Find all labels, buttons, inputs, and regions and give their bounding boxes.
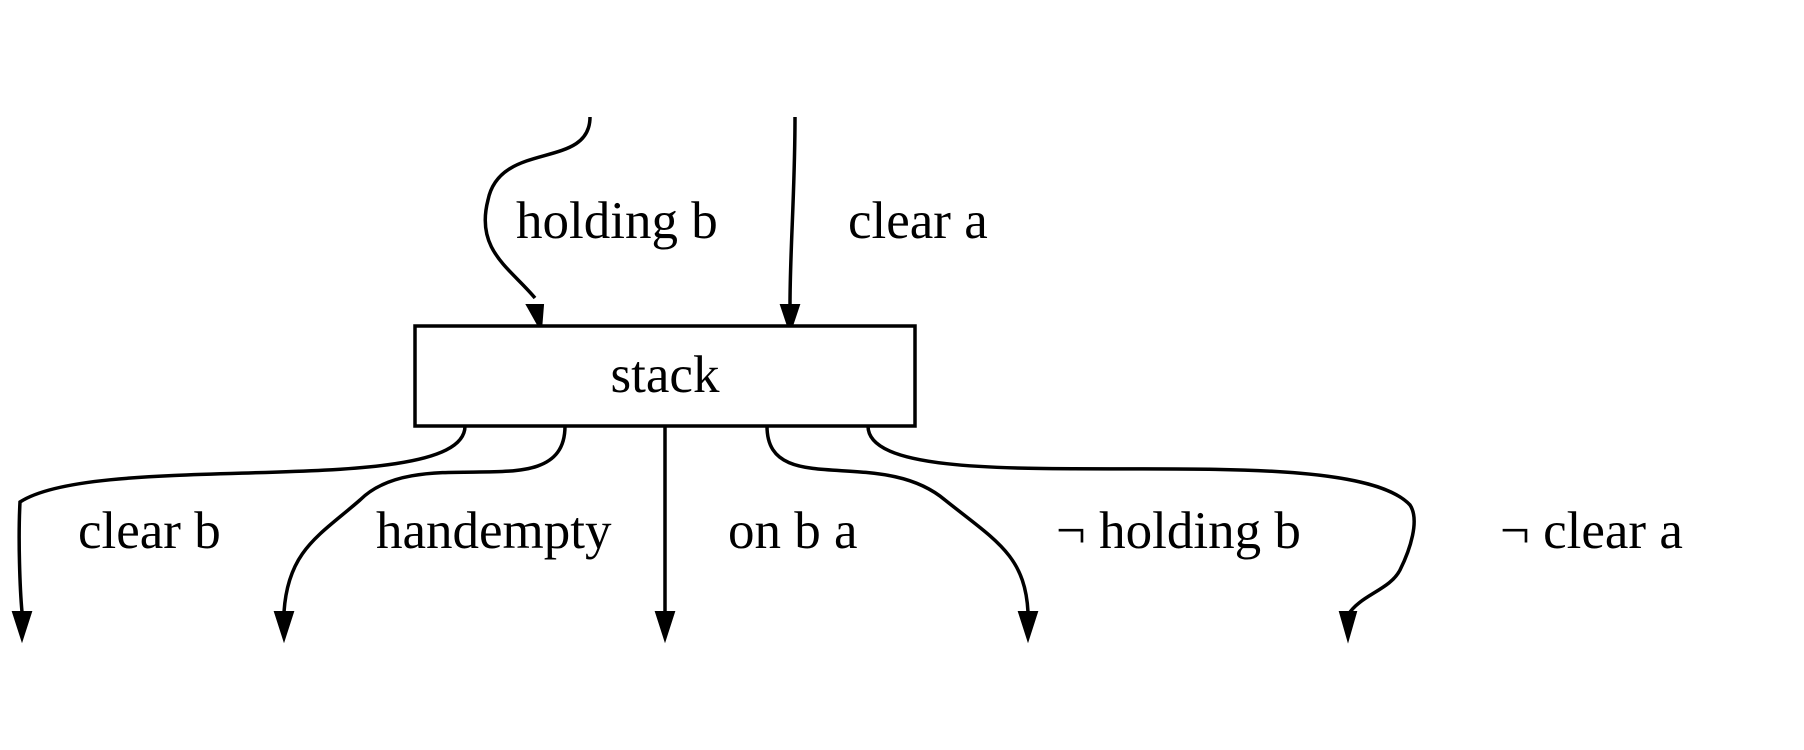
effect-label-not-clear-a: ¬ clear a xyxy=(1500,502,1683,560)
effect-label-on-b-a: on b a xyxy=(728,502,858,560)
effect-edge-not-holding-b xyxy=(765,425,1039,644)
precondition-label-clear-a: clear a xyxy=(848,192,988,250)
effect-edge-not-clear-a xyxy=(866,425,1416,644)
effect-edge-clear-b xyxy=(11,425,467,644)
precondition-edge-holding-b xyxy=(483,116,592,334)
action-node-stack: stack xyxy=(413,324,917,428)
precondition-label-holding-b: holding b xyxy=(516,192,718,250)
effect-label-not-holding-b: ¬ holding b xyxy=(1056,502,1301,560)
action-node-label: stack xyxy=(611,346,720,404)
effect-edge-handempty xyxy=(273,425,567,644)
precondition-edge-clear-a xyxy=(779,116,801,336)
effect-edge-on-b-a xyxy=(654,426,676,644)
effect-label-handempty: handempty xyxy=(376,502,612,560)
effect-label-clear-b: clear b xyxy=(78,502,221,560)
